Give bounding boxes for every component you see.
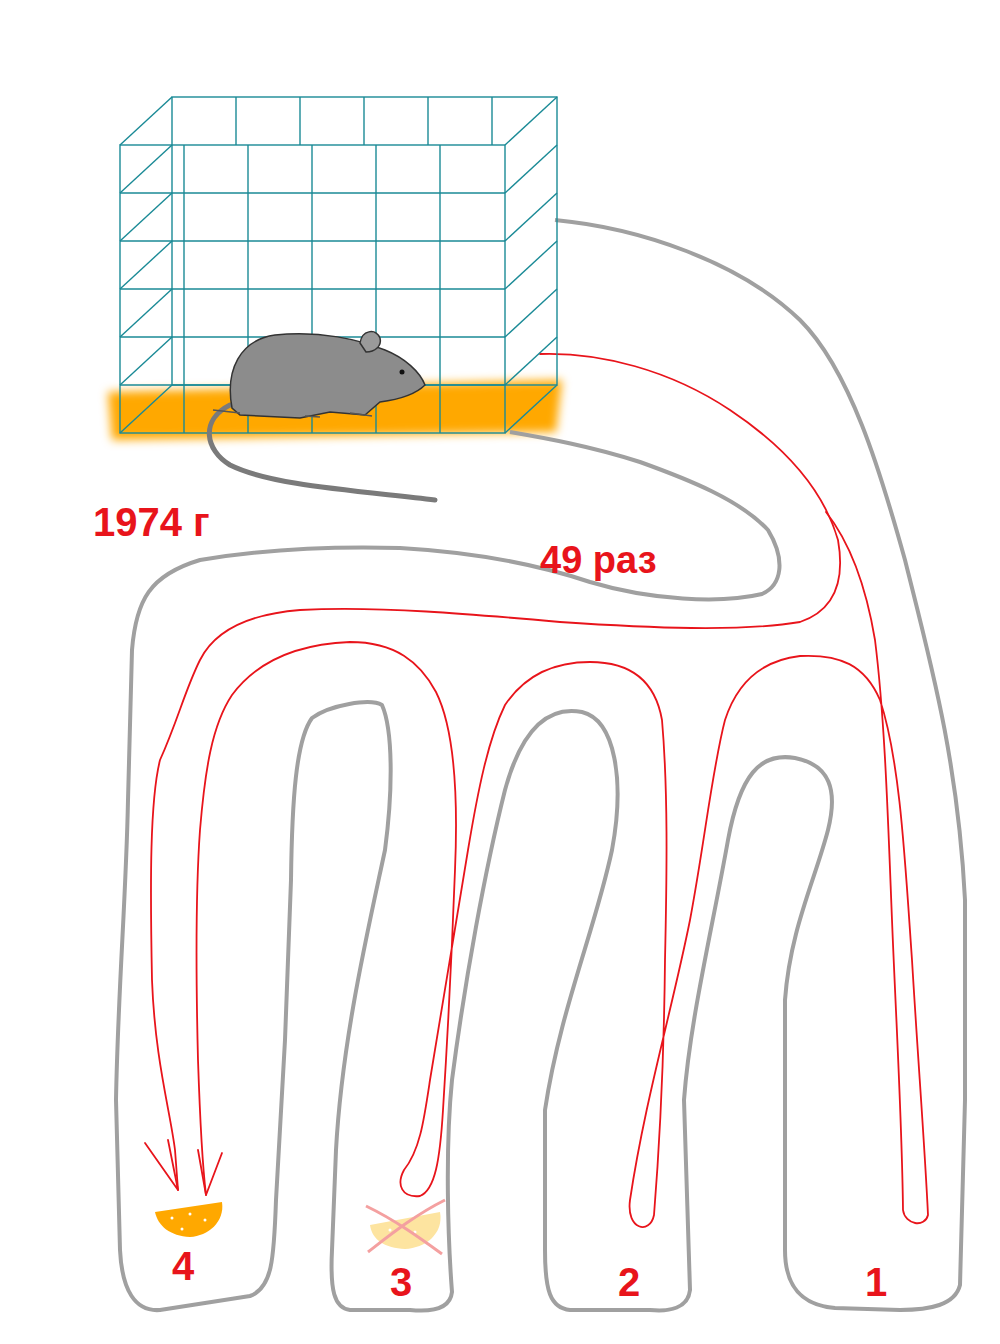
maze-outline [116,220,965,1311]
year-label: 1974 г [93,502,210,542]
rat-route [145,354,928,1227]
arm-number: 3 [390,1262,412,1302]
cage [120,97,557,433]
rat [209,332,435,500]
count-label: 49 раз [540,541,657,579]
arm-number: 4 [172,1246,194,1286]
eaten-cheese [366,1200,445,1254]
cheese [155,1202,222,1237]
arm-number: 1 [865,1262,887,1302]
arm-number: 2 [618,1262,640,1302]
